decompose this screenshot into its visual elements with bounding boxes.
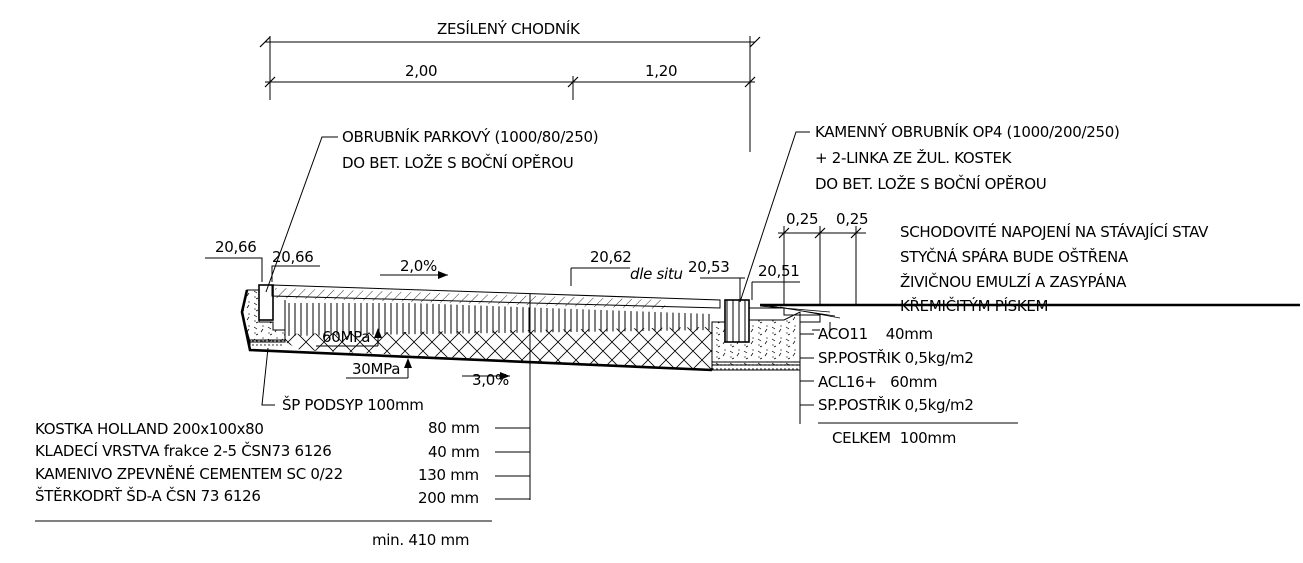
layer-2-thickness: 40 mm: [428, 443, 480, 461]
subbase-layer: [285, 327, 712, 370]
callout-park-curb: OBRUBNÍK PARKOVÝ (1000/80/250) DO BET. L…: [265, 127, 599, 293]
park-curb: [258, 284, 274, 321]
modulus-upper: 60MPa: [322, 328, 370, 346]
paving-layer: [271, 284, 721, 309]
stone-curb-line-3: DO BET. LOŽE S BOČNÍ OPĚROU: [815, 174, 1046, 193]
layer-1-name: KOSTKA HOLLAND 200x100x80: [35, 420, 264, 438]
layer-1-thickness: 80 mm: [428, 419, 480, 437]
existing-total: CELKEM 100mm: [832, 429, 956, 447]
existing-layer-1: ACO11 40mm: [818, 325, 933, 343]
step-dim-a: 0,25: [786, 210, 818, 228]
dimension-segment-1: 2,00: [405, 62, 437, 80]
existing-layer-3: ACL16+ 60mm: [818, 373, 937, 391]
top-dimension: ZESÍLENÝ CHODNÍK 2,00 1,20: [259, 19, 761, 152]
park-curb-line-2: DO BET. LOŽE S BOČNÍ OPĚROU: [342, 153, 573, 172]
layer-3-name: KAMENIVO ZPEVNĚNÉ CEMENTEM SC 0/22: [35, 464, 343, 483]
note-line-1: SCHODOVITÉ NAPOJENÍ NA STÁVAJÍCÍ STAV: [900, 222, 1209, 241]
level-1: 20,66: [215, 238, 256, 256]
level-3: 20,62: [590, 248, 631, 266]
level-2: 20,66: [272, 248, 313, 266]
level-dle-situ: dle situ: [630, 265, 683, 283]
stone-curb-line-2: + 2-LINKA ZE ŽUL. KOSTEK: [815, 148, 1013, 167]
connection-note: SCHODOVITÉ NAPOJENÍ NA STÁVAJÍCÍ STAV ST…: [900, 222, 1209, 315]
dimension-segment-2: 1,20: [645, 62, 677, 80]
stone-curb: [724, 299, 750, 343]
layer-table: KOSTKA HOLLAND 200x100x80 KLADECÍ VRSTVA…: [35, 419, 530, 549]
level-5: 20,51: [758, 262, 799, 280]
stone-curb-line-1: KAMENNÝ OBRUBNÍK OP4 (1000/200/250): [815, 122, 1120, 141]
park-curb-line-1: OBRUBNÍK PARKOVÝ (1000/80/250): [342, 127, 598, 146]
layer-4-thickness: 200 mm: [418, 489, 479, 507]
existing-layer-2: SP.POSTŘIK 0,5kg/m2: [818, 348, 974, 367]
total-min: min. 410 mm: [372, 531, 469, 549]
dimension-title: ZESÍLENÝ CHODNÍK: [437, 19, 581, 38]
layer-3-thickness: 130 mm: [418, 466, 479, 484]
note-line-3: ŽIVIČNOU EMULZÍ A ZASYPÁNA: [900, 272, 1127, 291]
step-dim-b: 0,25: [836, 210, 868, 228]
sp-podsyp-label: ŠP PODSYP 100mm: [282, 395, 424, 414]
layer-2-name: KLADECÍ VRSTVA frakce 2-5 ČSN73 6126: [35, 441, 331, 460]
cement-bound-layer: [285, 303, 712, 336]
callout-stone-curb: KAMENNÝ OBRUBNÍK OP4 (1000/200/250) + 2-…: [739, 122, 1120, 303]
note-line-2: STYČNÁ SPÁRA BUDE OŠTŘENA: [900, 247, 1129, 266]
modulus-lower: 30MPa: [352, 360, 400, 378]
layer-4-name: ŠTĚRKODRŤ ŠD-A ČSN 73 6126: [35, 486, 261, 505]
slope-top: 2,0%: [400, 257, 437, 275]
cross-section: 20,66 20,66 20,62 20,53 20,51 dle situ 2…: [205, 238, 1300, 500]
step-dimensions: 0,25 0,25: [778, 210, 869, 305]
park-curb-bed: [241, 289, 286, 343]
level-4: 20,53: [688, 258, 729, 276]
existing-layer-4: SP.POSTŘIK 0,5kg/m2: [818, 395, 974, 414]
existing-layers: ACO11 40mm SP.POSTŘIK 0,5kg/m2 ACL16+ 60…: [799, 322, 1018, 447]
